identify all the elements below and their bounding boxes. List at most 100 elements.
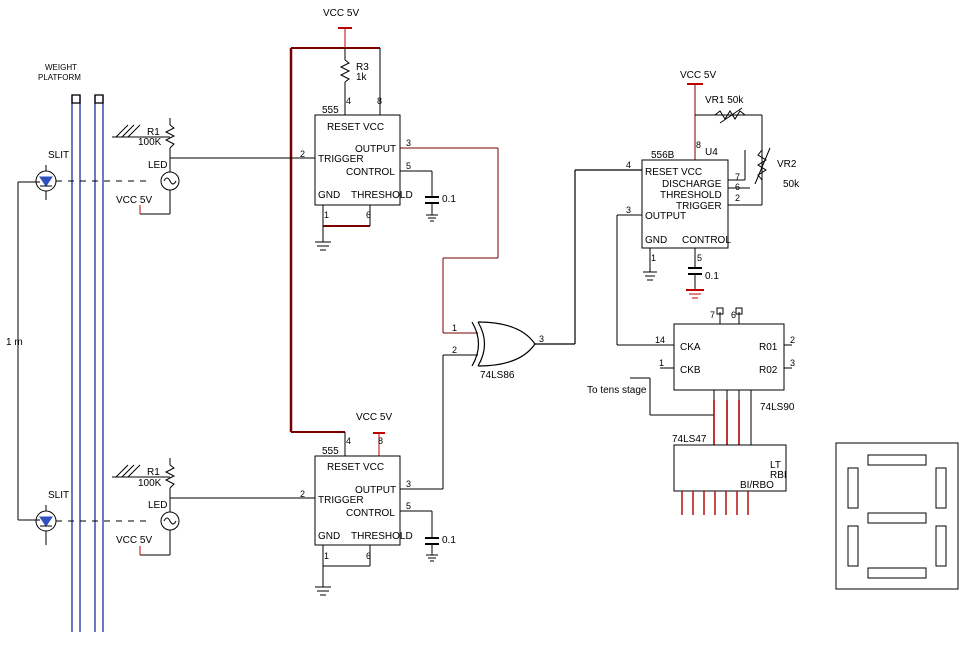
r3-label: R3 xyxy=(356,62,369,73)
top-555-control: CONTROL xyxy=(346,167,395,178)
ls47-bi-rbo: BI/RBO xyxy=(740,480,774,491)
pin-label: 3 xyxy=(406,479,411,489)
top-555-label: 555 xyxy=(322,105,339,116)
556-trigger: TRIGGER xyxy=(676,201,722,212)
pin-label: 3 xyxy=(539,334,544,344)
vcc-top-label: VCC 5V xyxy=(323,8,359,19)
bottom-555-trigger: TRIGGER xyxy=(318,495,364,506)
556-wiring xyxy=(616,83,771,346)
pin-label: 4 xyxy=(346,96,351,106)
pin-label: 4 xyxy=(626,160,631,170)
556-cap-label: 0.1 xyxy=(705,271,719,282)
xor-gate xyxy=(471,169,642,367)
upper-led-circuit xyxy=(112,118,180,215)
bottom-555-output: OUTPUT xyxy=(355,485,396,496)
pin-label: 5 xyxy=(406,161,411,171)
bottom-555-gnd: GND xyxy=(318,531,340,542)
pin-label: 1 xyxy=(452,323,457,333)
top-cap-label: 0.1 xyxy=(442,194,456,205)
weight-label: WEIGHT xyxy=(45,63,77,72)
pin-label: 1 xyxy=(324,210,329,220)
distance-label: 1 m xyxy=(6,337,23,348)
pin-label: 5 xyxy=(406,501,411,511)
556-threshold: THRESHOLD xyxy=(660,190,722,201)
slit-label-lower: SLIT xyxy=(48,490,69,501)
top-555-wiring xyxy=(170,27,499,433)
pin-label: 8 xyxy=(378,436,383,446)
pin-label: 7 xyxy=(735,172,740,182)
ls47-outputs xyxy=(681,491,749,515)
pin-label: 1 xyxy=(651,253,656,263)
top-555-reset-vcc: RESET VCC xyxy=(327,122,384,133)
pin-label: 8 xyxy=(377,96,382,106)
xor-label: 74LS86 xyxy=(480,370,515,381)
bottom-555-wiring xyxy=(170,354,478,596)
vcc-led-lower: VCC 5V xyxy=(116,535,152,546)
pin-label: 6 xyxy=(366,210,371,220)
pin-label: 5 xyxy=(697,253,702,263)
ls47-lt: LT xyxy=(770,460,781,471)
weight-platform xyxy=(71,94,104,632)
r1-value-lower: 100K xyxy=(138,478,162,489)
lower-led-circuit xyxy=(112,458,180,556)
pin-label: 4 xyxy=(346,436,351,446)
vr2-label: VR2 xyxy=(777,159,797,170)
bottom-cap-label: 0.1 xyxy=(442,535,456,546)
556-label: 556B xyxy=(651,150,675,161)
platform-label: PLATFORM xyxy=(38,73,81,82)
pin-label: 3 xyxy=(790,358,795,368)
ls90-cka: CKA xyxy=(680,342,701,353)
pin-label: 3 xyxy=(626,205,631,215)
led-label-upper: LED xyxy=(148,160,167,171)
bottom-555-label: 555 xyxy=(322,446,339,457)
ls47-rbi: RBI xyxy=(770,470,787,481)
pin-label: 7 xyxy=(710,310,715,320)
pin-label: 2 xyxy=(300,149,305,159)
pin-label: 2 xyxy=(735,193,740,203)
556-control: CONTROL xyxy=(682,235,731,246)
pin-label: 1 xyxy=(659,358,664,368)
ls47-chip xyxy=(673,444,787,492)
pin-label: 6 xyxy=(731,310,736,320)
top-555-output: OUTPUT xyxy=(355,144,396,155)
distance-bracket xyxy=(17,181,40,521)
bottom-555-threshold: THRESHOLD xyxy=(351,531,413,542)
seven-segment-display xyxy=(835,442,959,590)
ls90-r02: R02 xyxy=(759,365,778,376)
pin-label: 8 xyxy=(696,140,701,150)
r1-label-upper: R1 xyxy=(147,127,160,138)
tens-stage-label: To tens stage xyxy=(587,385,647,396)
ls90-red-bus xyxy=(713,400,740,445)
upper-photodiode xyxy=(35,165,150,200)
556-chip xyxy=(641,159,729,249)
vcc-led-upper: VCC 5V xyxy=(116,195,152,206)
pin-label: 6 xyxy=(735,182,740,192)
pin-label: 2 xyxy=(452,345,457,355)
pin-label: 1 xyxy=(324,551,329,561)
pin-label: 2 xyxy=(300,489,305,499)
pin-label: 3 xyxy=(406,138,411,148)
ls47-label: 74LS47 xyxy=(672,434,707,445)
556-output: OUTPUT xyxy=(645,211,686,222)
top-555-trigger: TRIGGER xyxy=(318,154,364,165)
led-label-lower: LED xyxy=(148,500,167,511)
pin-label: 2 xyxy=(790,335,795,345)
ls90-ckb: CKB xyxy=(680,365,701,376)
r3-value: 1k xyxy=(356,72,368,83)
556-gnd: GND xyxy=(645,235,667,246)
556-reset-vcc: RESET VCC xyxy=(645,167,702,178)
lower-photodiode xyxy=(35,505,150,545)
pin-label: 14 xyxy=(655,335,665,345)
556-discharge: DISCHARGE xyxy=(662,179,722,190)
bottom-555-reset-vcc: RESET VCC xyxy=(327,462,384,473)
top-555-threshold: THRESHOLD xyxy=(351,190,413,201)
vr2-value: 50k xyxy=(783,179,800,190)
top-555-gnd: GND xyxy=(318,190,340,201)
r1-value-upper: 100K xyxy=(138,137,162,148)
vr1-label: VR1 50k xyxy=(705,95,744,106)
vcc-right-label: VCC 5V xyxy=(680,70,716,81)
slit-label-upper: SLIT xyxy=(48,150,69,161)
bottom-555-chip xyxy=(314,455,401,546)
